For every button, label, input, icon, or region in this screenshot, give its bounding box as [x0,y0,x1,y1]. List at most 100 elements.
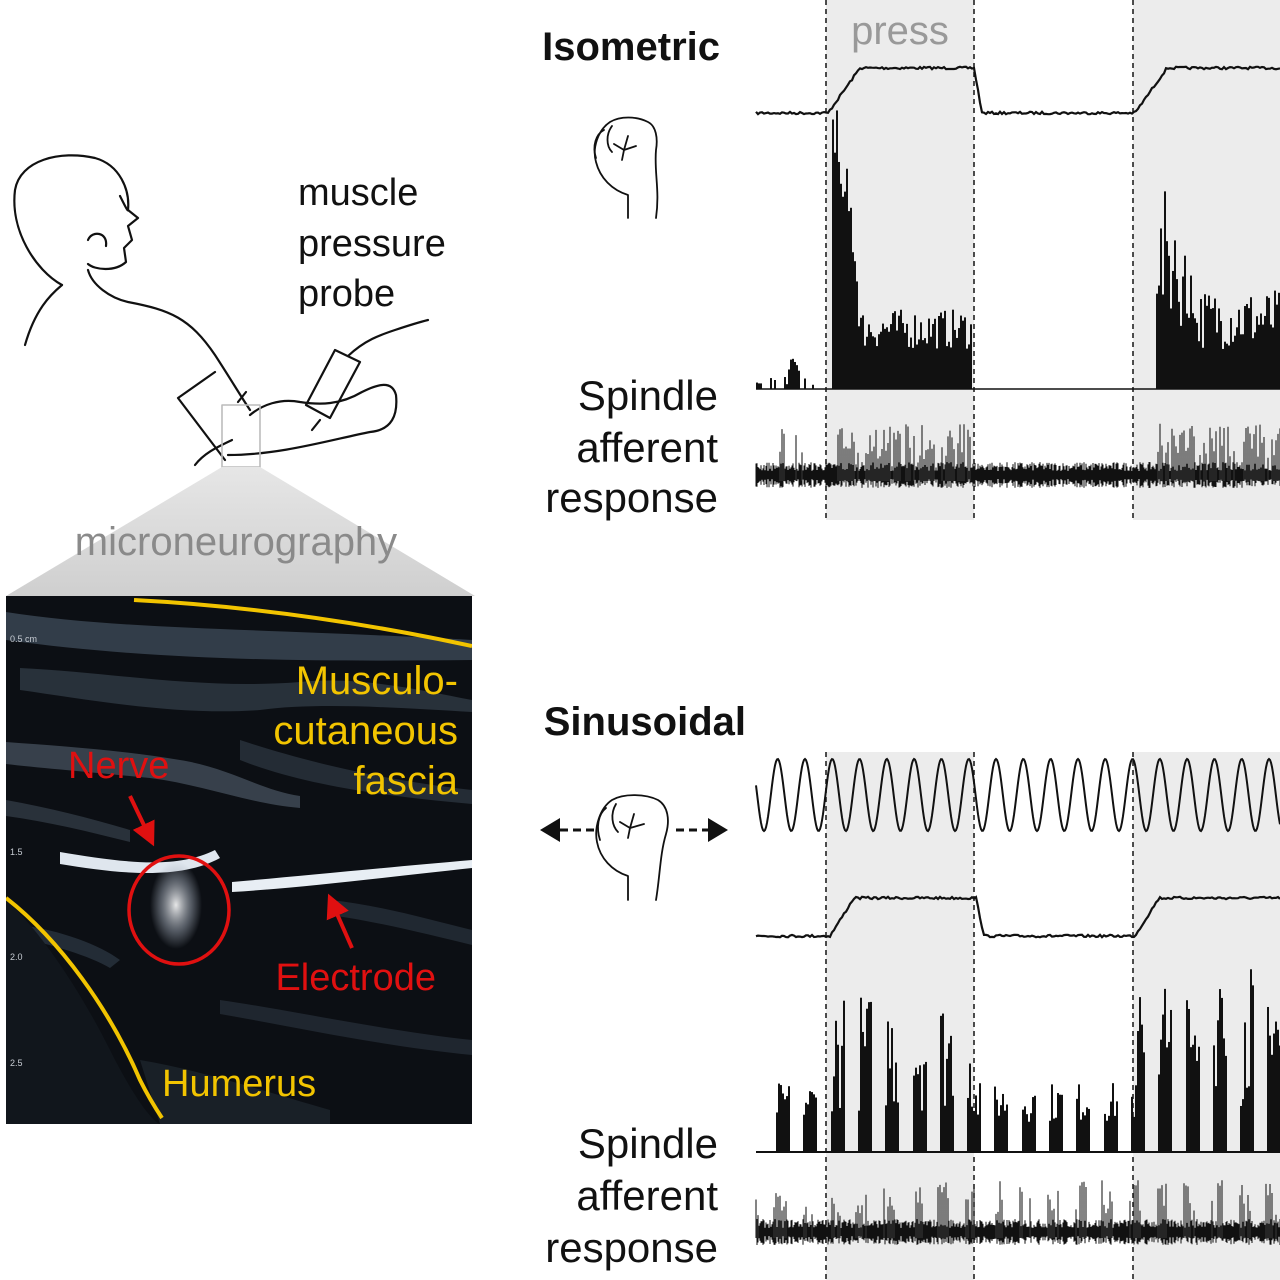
nerve-arrow [128,795,155,847]
rate-bar [917,1074,919,1152]
rate-bar [1264,315,1266,389]
rate-bar [944,310,946,389]
rate-bar [1226,343,1228,389]
rate-bar [1110,1101,1112,1152]
rate-bar [870,1001,872,1152]
rate-bar [1180,325,1182,389]
rate-bar [1086,1107,1088,1152]
rate-bar [864,345,866,389]
rate-bar [962,320,964,389]
rate-bar [942,1013,944,1152]
spike-units [755,1180,1277,1238]
rate-bar [1244,306,1246,389]
rate-bar [833,1076,835,1152]
rate-bar [1218,308,1220,389]
rate-bar [1002,1093,1004,1152]
rate-bar [1273,1033,1275,1152]
rate-bar [1215,1086,1217,1152]
probe-label-line-3: probe [298,273,395,315]
sin-response-label-line-1: Spindle [578,1120,718,1167]
rate-bar [1184,255,1186,389]
rate-bar [1200,299,1202,389]
rate-bar [790,359,792,389]
rate-bar [1024,1106,1026,1152]
rate-bar [925,1061,927,1152]
rate-bar [1246,303,1248,389]
rate-bar [1267,1006,1269,1152]
probe-label-line-1: muscle [298,172,418,214]
rate-bar [840,183,842,389]
rate-bar [886,327,888,389]
rate-bar [922,340,924,389]
rate-bar [788,369,790,389]
rate-bar [807,1104,809,1152]
nerve-label: Nerve [68,745,169,787]
rate-bar [950,347,952,389]
rate-bar [926,343,928,389]
rate-bar [938,315,940,389]
rate-bar [1240,334,1242,389]
rate-bar [1049,1120,1051,1152]
rate-bar [1078,1084,1080,1152]
rate-bar [892,313,894,389]
fist-icon [593,116,659,219]
rate-bar [1158,285,1160,389]
rate-bar [890,324,892,389]
sinusoidal-firing-rate [776,969,1280,1152]
rate-bar [1186,313,1188,389]
rate-bar [1084,1115,1086,1152]
rate-bar [876,346,878,389]
rate-bar [1194,318,1196,389]
rate-bar [1026,1114,1028,1152]
rate-bar [1270,324,1272,389]
rate-bar [1162,1014,1164,1152]
rate-bar [918,339,920,389]
person-arm-sketch-icon [13,154,430,468]
rate-bar [893,1101,895,1152]
rate-bar [996,1099,998,1152]
rate-bar [968,344,970,389]
press-label: press [851,9,949,53]
rate-bar [1225,1055,1227,1152]
rate-bar [1170,308,1172,389]
rate-bar [1260,313,1262,389]
electrode-arrow [326,893,354,949]
rate-bar [1234,335,1236,389]
electrode-label: Electrode [275,957,436,999]
rate-bar [803,1114,805,1152]
rate-bar [758,383,760,389]
rate-bar [1176,279,1178,389]
rate-bar [1228,345,1230,389]
rate-bar [1030,1113,1032,1152]
nerve-circle [127,854,231,966]
rate-bar [1000,1105,1002,1152]
rate-bar [924,338,926,389]
rate-bar [1022,1109,1024,1152]
rate-bar [1112,1083,1114,1152]
rate-bar [1236,327,1238,389]
fist-icon-sinusoidal [595,794,669,901]
rate-bar [842,196,844,389]
depth-tick-25: 2.5 [10,1058,23,1068]
rate-bar [862,1031,864,1152]
sin-response-label-line-3: response [545,1224,718,1271]
rate-bar [1190,1047,1192,1152]
rate-bar [844,191,846,389]
rate-bar [1143,1052,1145,1152]
rate-bar [1254,332,1256,389]
rate-bar [1188,1008,1190,1152]
rate-bar [952,309,954,389]
fascia-label-line-3: fascia [354,759,459,803]
depth-tick-20: 2.0 [10,952,23,962]
rate-bar [1274,290,1276,389]
rate-bar [1276,304,1278,389]
rate-bar [1051,1084,1053,1152]
rate-bar [1224,341,1226,389]
rate-bar [1108,1115,1110,1152]
rate-bar [756,382,758,389]
rate-bar [1080,1119,1082,1152]
rate-bar [852,252,854,389]
rate-bar [979,1083,981,1152]
rate-bar [946,1058,948,1152]
